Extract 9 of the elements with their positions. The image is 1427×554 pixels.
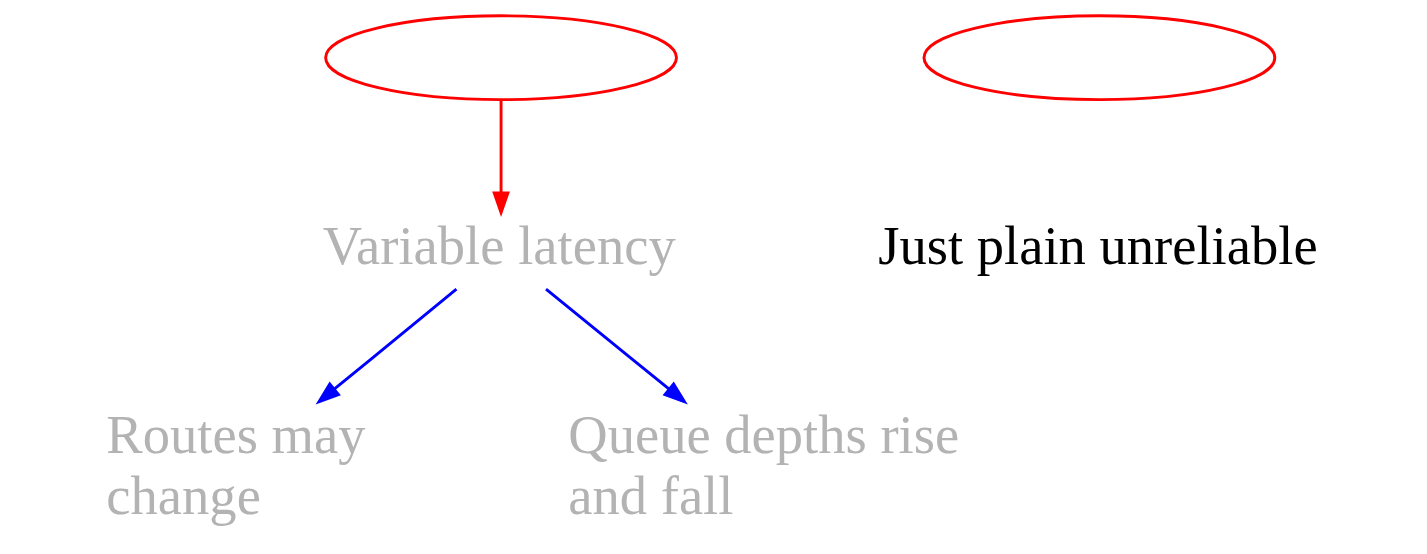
node-ellipse [324,14,678,102]
node-text: Just plain unreliable [878,215,1318,277]
arrow [315,288,458,405]
arrow [492,99,510,217]
node-text: Variable latency [322,215,676,277]
node-text: Routes may change [106,404,366,526]
node-text: Queue depths rise and fall [568,404,960,526]
node-ellipse [922,14,1277,102]
arrow [545,288,688,405]
